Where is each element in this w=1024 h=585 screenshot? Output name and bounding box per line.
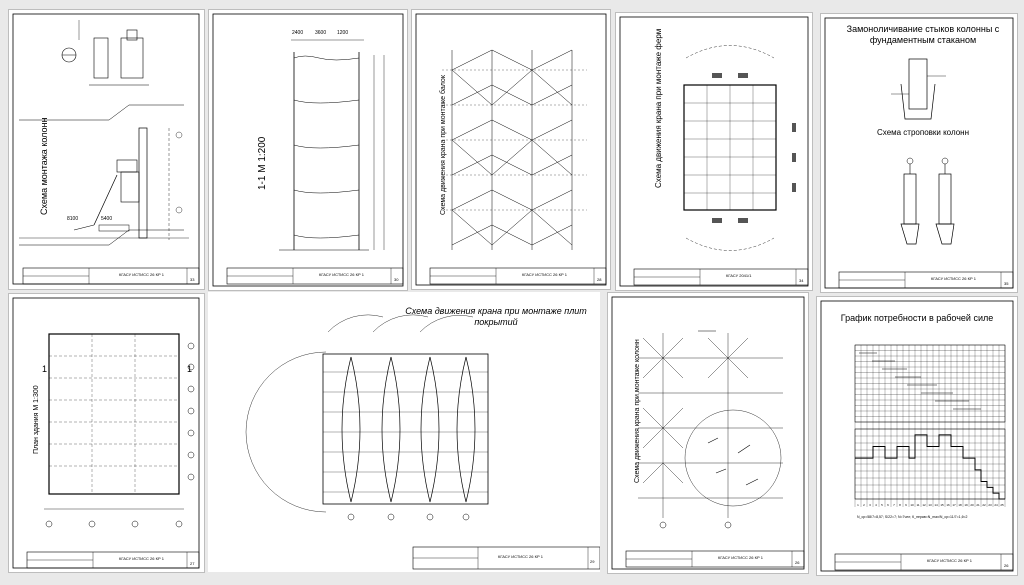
chart-title: График потребности в рабочей силе <box>840 313 994 323</box>
sheet-title: Схема движения крана при монтаже балок <box>440 75 447 215</box>
x-tick-label: 20 <box>970 503 974 507</box>
x-tick-label: 13 <box>928 503 932 507</box>
stamp-code: КГАСУ ИСТИСС 26 КР 1 <box>522 272 567 277</box>
drawing-columns-crane <box>611 296 805 570</box>
sheet-trusses-crane[interactable]: Схема движения крана при монтаже ферм КГ… <box>615 12 813 291</box>
sheet-title: План здания М 1:300 <box>33 385 40 454</box>
dim-label: 2400 <box>292 30 304 36</box>
x-tick-label: 4 <box>875 503 877 507</box>
stamp-code: КГАСУ ИСТИСС 26 КР 1 <box>119 272 164 277</box>
dim-label: 8100 <box>67 216 79 222</box>
sheet-title: Схема движения крана при монтаже колонн <box>634 339 641 483</box>
x-tick-label: 19 <box>964 503 968 507</box>
x-tick-label: 15 <box>940 503 944 507</box>
x-tick-label: 23 <box>988 503 992 507</box>
sheet-number: 27 <box>190 561 195 566</box>
formula-label: N_ср=58/7=8,57; S/22=7; N=7чел; К_нерав=… <box>857 515 968 519</box>
sheet-title: Схема движения крана при монтаже плит по… <box>405 306 587 327</box>
drawing-columns-scheme <box>12 13 200 285</box>
sheet-number: 35 <box>1004 281 1009 286</box>
drawing-trusses-crane <box>619 16 809 287</box>
x-tick-label: 25 <box>1000 503 1004 507</box>
sheet-slabs-crane[interactable]: Схема движения крана при монтаже плит по… <box>208 292 600 572</box>
x-tick-label: 18 <box>958 503 962 507</box>
section-mark-left: 1 <box>42 364 48 374</box>
x-tick-label: 6 <box>887 503 889 507</box>
sheet-number: 34 <box>799 278 804 283</box>
sheet-number: 26 <box>795 560 800 565</box>
x-tick-label: 5 <box>881 503 883 507</box>
stamp-code: КГАСУ ИСТИСС 26 КР 1 <box>927 558 972 563</box>
sheet-number: 33 <box>190 277 195 282</box>
sheet-title: 1-1 М 1:200 <box>257 136 268 190</box>
sheet-title: Схема движения крана при монтаже ферм <box>654 28 663 188</box>
x-tick-label: 11 <box>916 503 919 507</box>
sheet-beams-crane[interactable]: Схема движения крана при монтаже балок К… <box>411 9 611 290</box>
x-tick-label: 7 <box>893 503 895 507</box>
x-tick-label: 10 <box>910 503 914 507</box>
x-tick-label: 3 <box>869 503 871 507</box>
sheet-columns-crane[interactable]: Схема движения крана при монтаже колонн … <box>607 292 809 574</box>
dim-label: 3600 <box>315 30 327 36</box>
sheet-title: Замоноличивание стыков колонны с фундаме… <box>846 24 1000 45</box>
sheet-number: 30 <box>394 277 399 282</box>
stamp-code: КГАСУ 2041/1 <box>726 273 752 278</box>
sheet-joint-details[interactable]: Замоноличивание стыков колонны с фундаме… <box>820 13 1018 293</box>
sheet-columns-scheme[interactable]: Схема монтажа колонн 8100 5400 КГАСУ ИСТ… <box>8 9 205 290</box>
x-tick-label: 22 <box>982 503 986 507</box>
sheet-subtitle: Схема строповки колонн <box>877 128 969 137</box>
drawing-plan <box>12 297 200 569</box>
x-tick-label: 14 <box>934 503 938 507</box>
sheet-title: Схема монтажа колонн <box>39 117 49 215</box>
x-tick-label: 1 <box>857 503 859 507</box>
stamp-code: КГАСУ ИСТИСС 26 КР 1 <box>931 276 976 281</box>
sheet-number: 28 <box>597 277 602 282</box>
x-tick-label: 16 <box>946 503 950 507</box>
x-tick-label: 17 <box>952 503 956 507</box>
sheet-section[interactable]: 1-1 М 1:200 2400 3600 1200 КГАСУ ИСТИСС … <box>208 9 408 291</box>
sheet-plan[interactable]: План здания М 1:300 1 1 КГАСУ ИСТИСС 26 … <box>8 293 205 573</box>
sheet-number: 29 <box>590 559 595 564</box>
x-tick-label: 21 <box>976 503 980 507</box>
x-tick-label: 24 <box>994 503 998 507</box>
workforce-series <box>855 434 1005 500</box>
drawing-beams-crane <box>415 13 607 286</box>
stamp-code: КГАСУ ИСТИСС 26 КР 1 <box>319 272 364 277</box>
x-tick-label: 9 <box>905 503 907 507</box>
drawing-joint-details <box>824 17 1014 289</box>
x-tick-label: 2 <box>863 503 865 507</box>
drawing-section <box>212 13 404 287</box>
x-tick-label: 8 <box>899 503 901 507</box>
stamp-code: КГАСУ ИСТИСС 26 КР 1 <box>718 555 763 560</box>
stamp-code: КГАСУ ИСТИСС 26 КР 1 <box>119 556 164 561</box>
sheet-number: 26 <box>1004 563 1009 568</box>
drawing-slabs-crane <box>245 314 600 570</box>
dim-label: 5400 <box>101 216 113 222</box>
dim-label: 1200 <box>337 30 349 36</box>
section-mark-right: 1 <box>187 364 193 374</box>
stamp-code: КГАСУ ИСТИСС 26 КР 1 <box>498 554 543 559</box>
x-tick-label: 12 <box>922 503 926 507</box>
